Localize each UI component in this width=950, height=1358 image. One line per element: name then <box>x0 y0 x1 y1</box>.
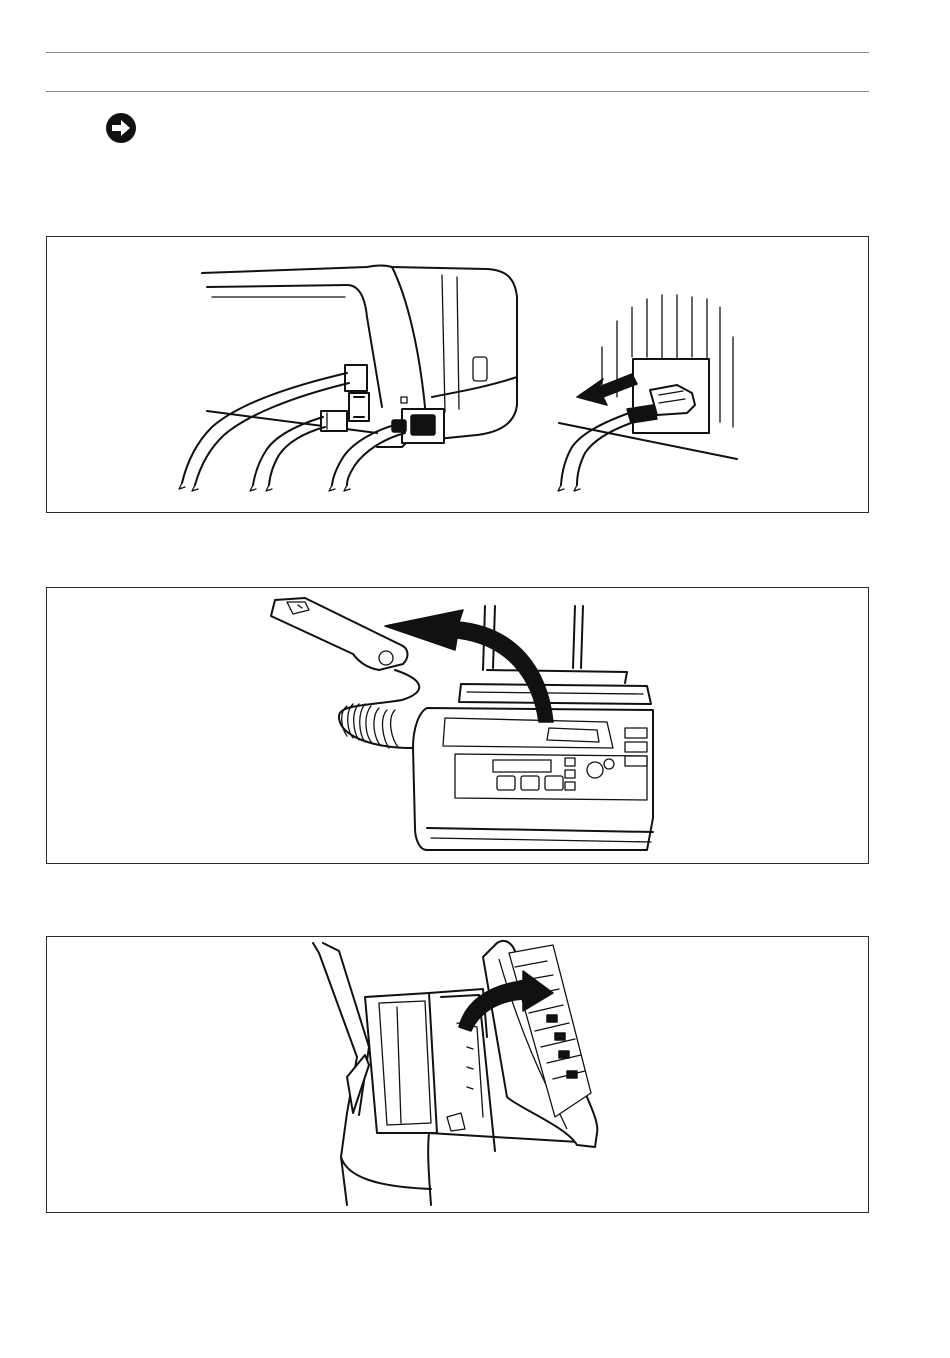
lift-handset-illustration <box>47 588 870 865</box>
figure-3 <box>46 936 869 1213</box>
figure-2 <box>46 587 869 864</box>
power-cord-unplug-illustration <box>47 237 870 514</box>
header-rule-bottom <box>46 91 869 92</box>
header-rule-top <box>46 52 869 53</box>
open-control-panel-illustration <box>47 937 870 1214</box>
arrow-right-circle-icon <box>105 112 137 144</box>
figure-1 <box>46 236 869 513</box>
